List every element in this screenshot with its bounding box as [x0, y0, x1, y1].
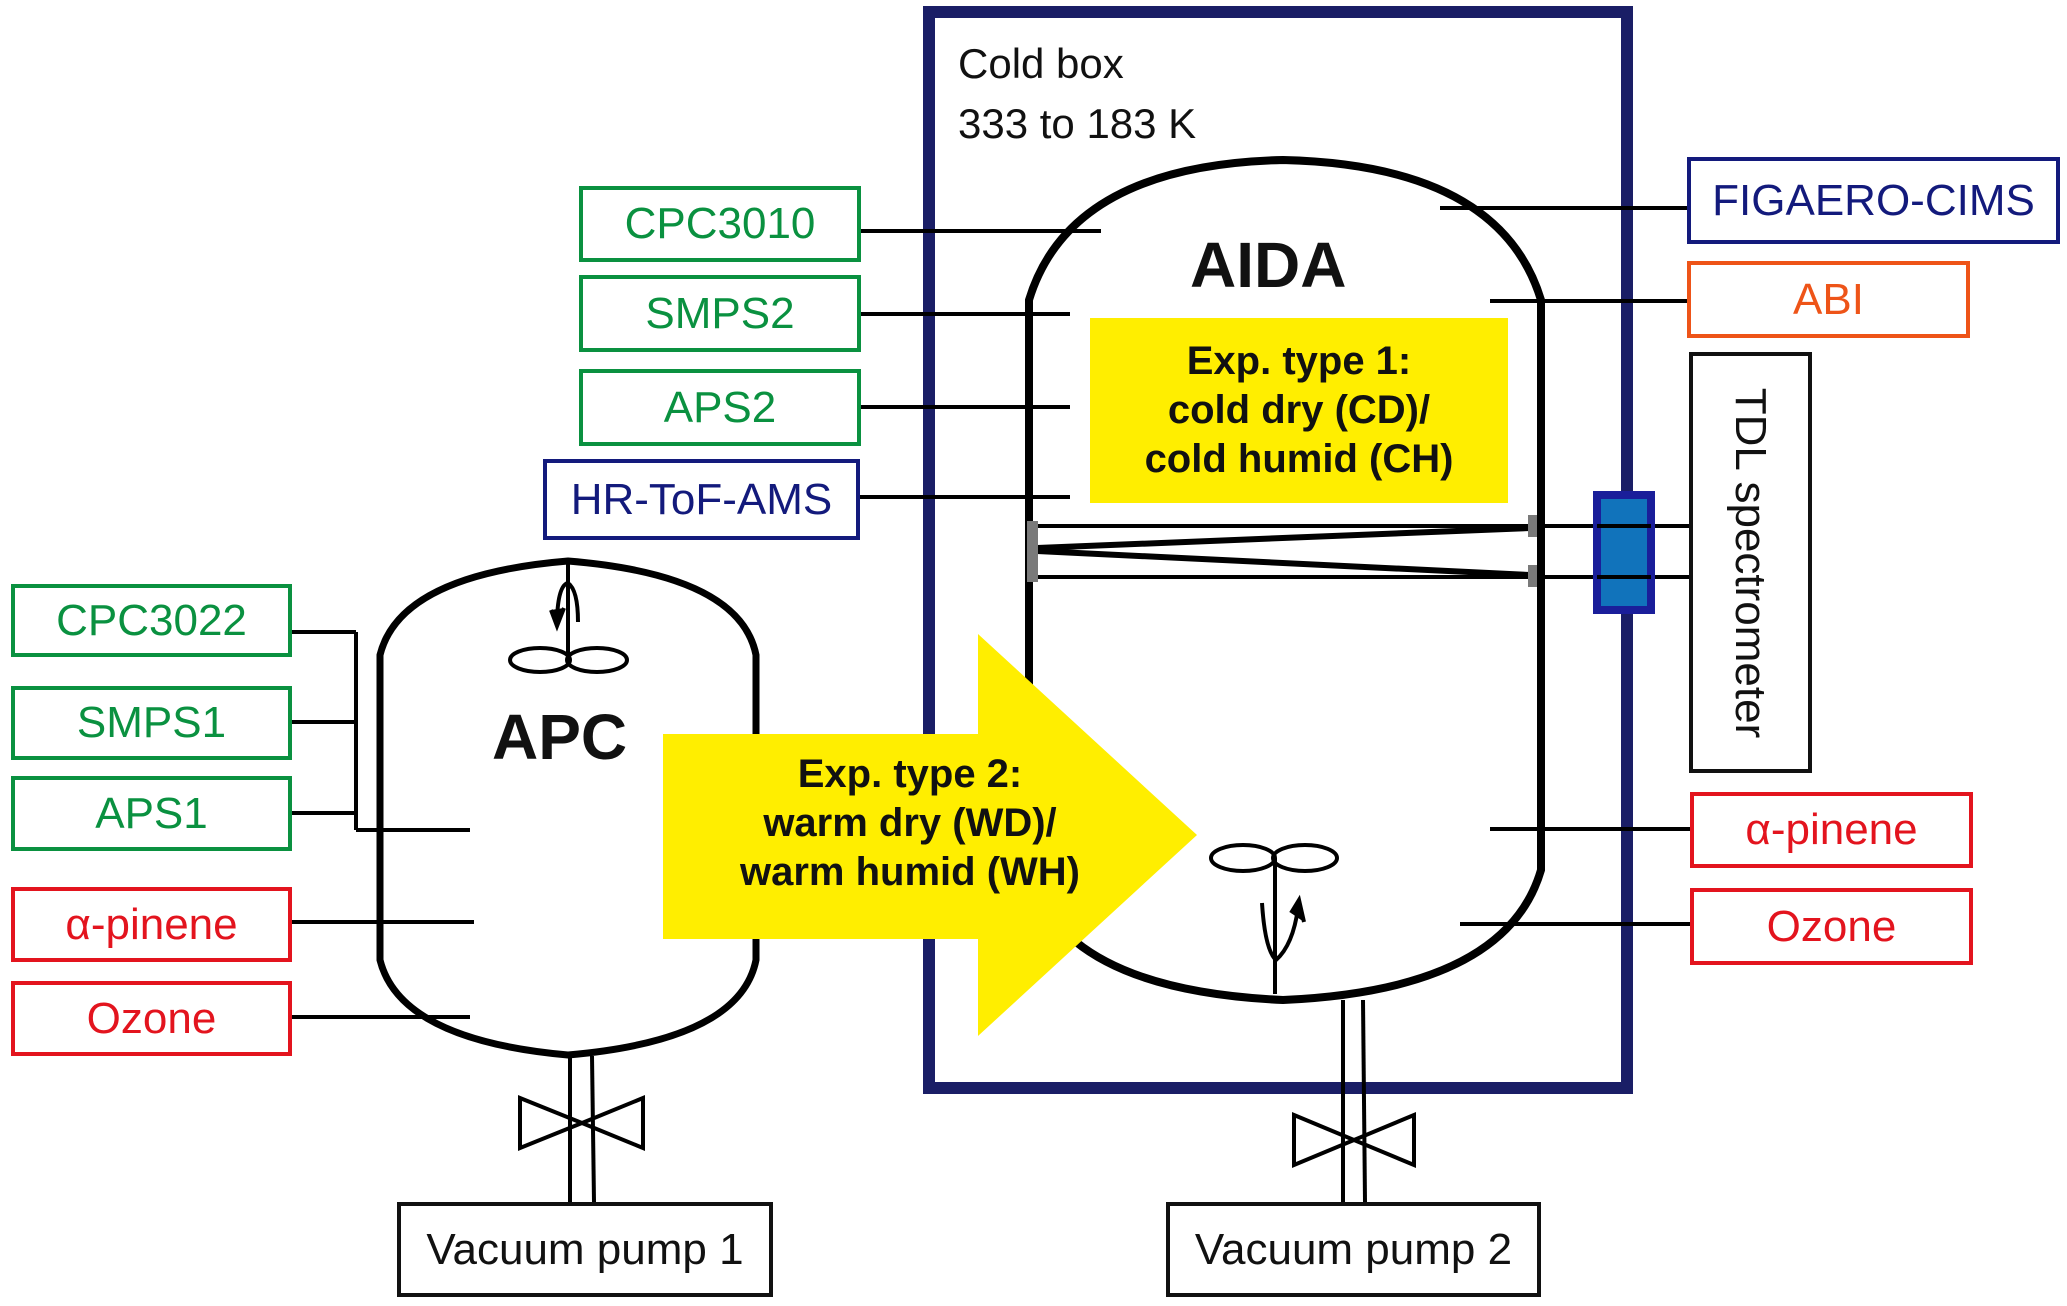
aida-left-connectors: [860, 229, 1101, 499]
exp-type-2-line3: warm humid (WH): [740, 849, 1080, 894]
optical-window: [1593, 491, 1655, 614]
instrument-aps2[interactable]: APS2: [579, 369, 861, 446]
exp-type-1-line3: cold humid (CH): [1144, 436, 1454, 481]
instrument-smps1[interactable]: SMPS1: [11, 686, 292, 760]
apc-pump-line: [568, 1055, 596, 1203]
exp-type-1-line1: Exp. type 1:: [1186, 339, 1412, 384]
exp-type-1-line2: cold dry (CD)/: [1167, 388, 1431, 433]
tdl-spectrometer-label: TDL spectrometer: [1726, 387, 1776, 738]
instrument-abi[interactable]: ABI: [1687, 261, 1970, 338]
apc-title: APC: [492, 701, 628, 773]
aida-input-alpha-pinene[interactable]: α-pinene: [1690, 792, 1973, 868]
vacuum-pump-2[interactable]: Vacuum pump 2: [1166, 1202, 1541, 1297]
instrument-hr-tof-ams[interactable]: HR-ToF-AMS: [543, 459, 860, 540]
apc-fan-icon: [508, 563, 629, 674]
aida-title: AIDA: [1190, 229, 1347, 301]
white-cell-optics: [1027, 515, 1690, 587]
exp-type-2-line2: warm dry (WD)/: [763, 800, 1057, 845]
instrument-figaero-cims[interactable]: FIGAERO-CIMS: [1687, 157, 2060, 244]
cold-box-temperature: 333 to 183 K: [958, 100, 1197, 147]
apc-input-ozone[interactable]: Ozone: [11, 981, 292, 1056]
aida-fan-icon: [1209, 843, 1339, 994]
exp-type-2-line1: Exp. type 2:: [797, 752, 1023, 796]
exp-type-1-label: Exp. type 1: cold dry (CD)/ cold humid (…: [1090, 318, 1508, 503]
instrument-cpc3010[interactable]: CPC3010: [579, 186, 861, 262]
instrument-cpc3022[interactable]: CPC3022: [11, 584, 292, 657]
apc-vessel: [376, 557, 760, 1059]
apc-valve-icon: [518, 1095, 645, 1151]
instrument-aps1[interactable]: APS1: [11, 776, 292, 851]
mirror-left: [1027, 521, 1038, 582]
transfer-arrow: [663, 634, 1197, 1036]
aida-right-connectors: [1440, 206, 1690, 926]
exp-type-2-label: Exp. type 2: warm dry (WD)/ warm humid (…: [690, 750, 1130, 896]
instrument-tdl-spectrometer[interactable]: TDL spectrometer: [1689, 352, 1812, 773]
aida-vessel: [1025, 155, 1545, 1005]
cold-box-title: Cold box: [958, 40, 1124, 87]
mirror-right-top: [1528, 515, 1537, 537]
vacuum-pump-1[interactable]: Vacuum pump 1: [397, 1202, 773, 1297]
mirror-right-bottom: [1528, 565, 1537, 587]
aida-input-ozone[interactable]: Ozone: [1690, 888, 1973, 965]
aida-pump-line: [1341, 999, 1367, 1203]
aida-valve-icon: [1292, 1112, 1416, 1168]
instrument-smps2[interactable]: SMPS2: [579, 275, 861, 352]
apc-input-alpha-pinene[interactable]: α-pinene: [11, 887, 292, 962]
